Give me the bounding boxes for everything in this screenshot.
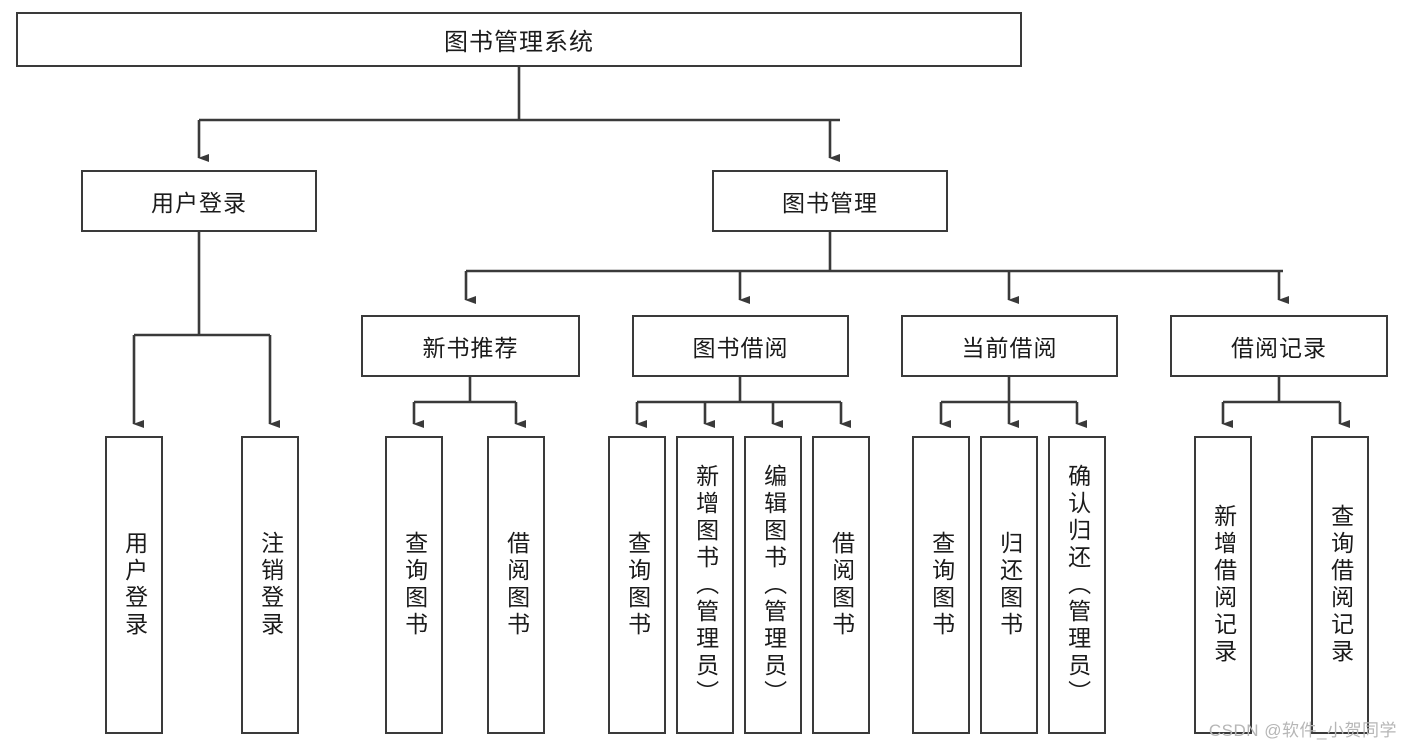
leaf-record-add-record[interactable]: 新增借阅记录 bbox=[1194, 436, 1252, 734]
leaf-label: 借阅图书 bbox=[503, 531, 530, 639]
leaf-record-query-record[interactable]: 查询借阅记录 bbox=[1311, 436, 1369, 734]
leaf-label: 借阅图书 bbox=[828, 531, 855, 639]
leaf-label: 确认归还（管理员） bbox=[1064, 463, 1091, 707]
node-new-book-recommend[interactable]: 新书推荐 bbox=[361, 315, 580, 377]
node-book-management[interactable]: 图书管理 bbox=[712, 170, 948, 232]
leaf-user-login-signin[interactable]: 用户登录 bbox=[105, 436, 163, 734]
leaf-new-book-borrow-book[interactable]: 借阅图书 bbox=[487, 436, 545, 734]
leaf-borrow-borrow-book[interactable]: 借阅图书 bbox=[812, 436, 870, 734]
leaf-label: 新增图书（管理员） bbox=[692, 463, 719, 707]
leaf-label: 归还图书 bbox=[996, 531, 1023, 639]
node-current-borrow[interactable]: 当前借阅 bbox=[901, 315, 1118, 377]
node-user-login[interactable]: 用户登录 bbox=[81, 170, 317, 232]
leaf-label: 查询借阅记录 bbox=[1327, 504, 1354, 666]
node-book-borrow[interactable]: 图书借阅 bbox=[632, 315, 849, 377]
leaf-user-login-signout[interactable]: 注销登录 bbox=[241, 436, 299, 734]
leaf-borrow-add-book-admin[interactable]: 新增图书（管理员） bbox=[676, 436, 734, 734]
leaf-borrow-query-book[interactable]: 查询图书 bbox=[608, 436, 666, 734]
node-new-book-recommend-label: 新书推荐 bbox=[422, 335, 519, 361]
leaf-current-confirm-return-admin[interactable]: 确认归还（管理员） bbox=[1048, 436, 1106, 734]
leaf-borrow-edit-book-admin[interactable]: 编辑图书（管理员） bbox=[744, 436, 802, 734]
leaf-new-book-query-book[interactable]: 查询图书 bbox=[385, 436, 443, 734]
node-borrow-record-label: 借阅记录 bbox=[1231, 335, 1327, 361]
node-current-borrow-label: 当前借阅 bbox=[961, 335, 1058, 361]
csdn-watermark: CSDN @软件_小贺同学 bbox=[1208, 721, 1397, 740]
node-user-login-label: 用户登录 bbox=[151, 190, 247, 216]
node-root[interactable]: 图书管理系统 bbox=[16, 12, 1022, 67]
leaf-current-return-book[interactable]: 归还图书 bbox=[980, 436, 1038, 734]
node-root-label: 图书管理系统 bbox=[444, 29, 594, 56]
node-book-borrow-label: 图书借阅 bbox=[692, 335, 789, 361]
leaf-label: 查询图书 bbox=[401, 531, 428, 639]
node-book-management-label: 图书管理 bbox=[782, 190, 878, 216]
leaf-label: 新增借阅记录 bbox=[1210, 504, 1237, 666]
leaf-current-query-book[interactable]: 查询图书 bbox=[912, 436, 970, 734]
leaf-label: 查询图书 bbox=[928, 531, 955, 639]
leaf-label: 查询图书 bbox=[624, 531, 651, 639]
node-borrow-record[interactable]: 借阅记录 bbox=[1170, 315, 1388, 377]
leaf-label: 用户登录 bbox=[121, 531, 148, 639]
leaf-label: 编辑图书（管理员） bbox=[760, 463, 787, 707]
leaf-label: 注销登录 bbox=[257, 531, 284, 639]
